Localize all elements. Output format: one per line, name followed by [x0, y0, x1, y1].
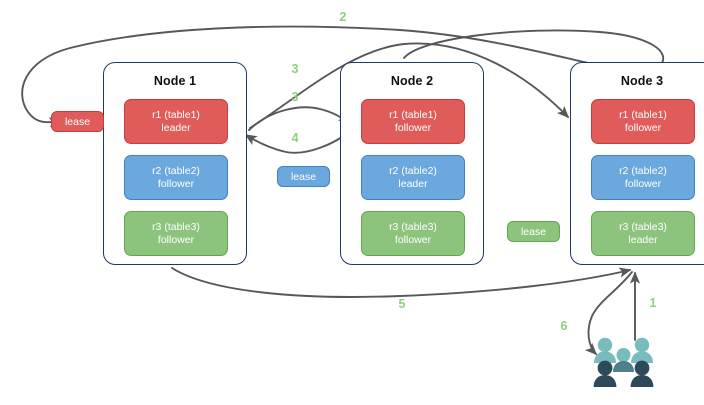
users-icon	[593, 337, 654, 387]
lease-badge-table1[interactable]: lease	[51, 111, 104, 132]
replica-line2: follower	[624, 177, 662, 190]
replica-node1-r3[interactable]: r3 (table3) follower	[124, 211, 228, 256]
replica-node1-r1[interactable]: r1 (table1) leader	[124, 99, 228, 144]
arrow-step-5	[171, 267, 632, 298]
replica-line2: leader	[398, 177, 428, 190]
replica-line2: leader	[628, 233, 658, 246]
step-label-3a: 3	[291, 62, 299, 76]
replica-line1: r3 (table3)	[389, 220, 437, 233]
replica-line2: follower	[157, 177, 195, 190]
replica-node2-r3[interactable]: r3 (table3) follower	[361, 211, 465, 256]
replica-node3-r1[interactable]: r1 (table1) follower	[591, 99, 695, 144]
replica-node2-r1[interactable]: r1 (table1) follower	[361, 99, 465, 144]
replica-line1: r1 (table1)	[619, 108, 667, 121]
replica-line2: follower	[394, 121, 432, 134]
step-label-6: 6	[560, 319, 568, 333]
lease-label: lease	[64, 115, 91, 128]
replica-line1: r3 (table3)	[619, 220, 667, 233]
replica-line1: r2 (table2)	[152, 164, 200, 177]
replica-node2-r2[interactable]: r2 (table2) leader	[361, 155, 465, 200]
step-label-4: 4	[291, 131, 299, 145]
node-container-2[interactable]: Node 2 r1 (table1) follower r2 (table2) …	[340, 62, 484, 265]
arrow-step-3-short	[248, 106, 351, 131]
node-title-3: Node 3	[620, 74, 664, 88]
step-label-1: 1	[649, 296, 657, 310]
lease-label: lease	[290, 170, 317, 183]
replica-line1: r3 (table3)	[152, 220, 200, 233]
lease-badge-table3[interactable]: lease	[507, 221, 560, 242]
step-label-5: 5	[398, 297, 406, 311]
replica-node3-r3[interactable]: r3 (table3) leader	[591, 211, 695, 256]
replica-line1: r1 (table1)	[389, 108, 437, 121]
replica-line2: follower	[394, 233, 432, 246]
step-label-2: 2	[339, 10, 347, 24]
replica-line1: r1 (table1)	[152, 108, 200, 121]
node-container-3[interactable]: Node 3 r1 (table1) follower r2 (table2) …	[570, 62, 704, 265]
lease-badge-table2[interactable]: lease	[277, 166, 330, 187]
replica-line2: follower	[157, 233, 195, 246]
replica-line2: leader	[161, 121, 191, 134]
node-title-1: Node 1	[153, 74, 197, 88]
replica-node1-r2[interactable]: r2 (table2) follower	[124, 155, 228, 200]
node-title-2: Node 2	[390, 74, 434, 88]
replica-node3-r2[interactable]: r2 (table2) follower	[591, 155, 695, 200]
replica-line1: r2 (table2)	[389, 164, 437, 177]
replica-line1: r2 (table2)	[619, 164, 667, 177]
node-container-1[interactable]: Node 1 r1 (table1) leader r2 (table2) fo…	[103, 62, 247, 265]
step-label-3b: 3	[291, 90, 299, 104]
lease-label: lease	[520, 225, 547, 238]
replica-line2: follower	[624, 121, 662, 134]
